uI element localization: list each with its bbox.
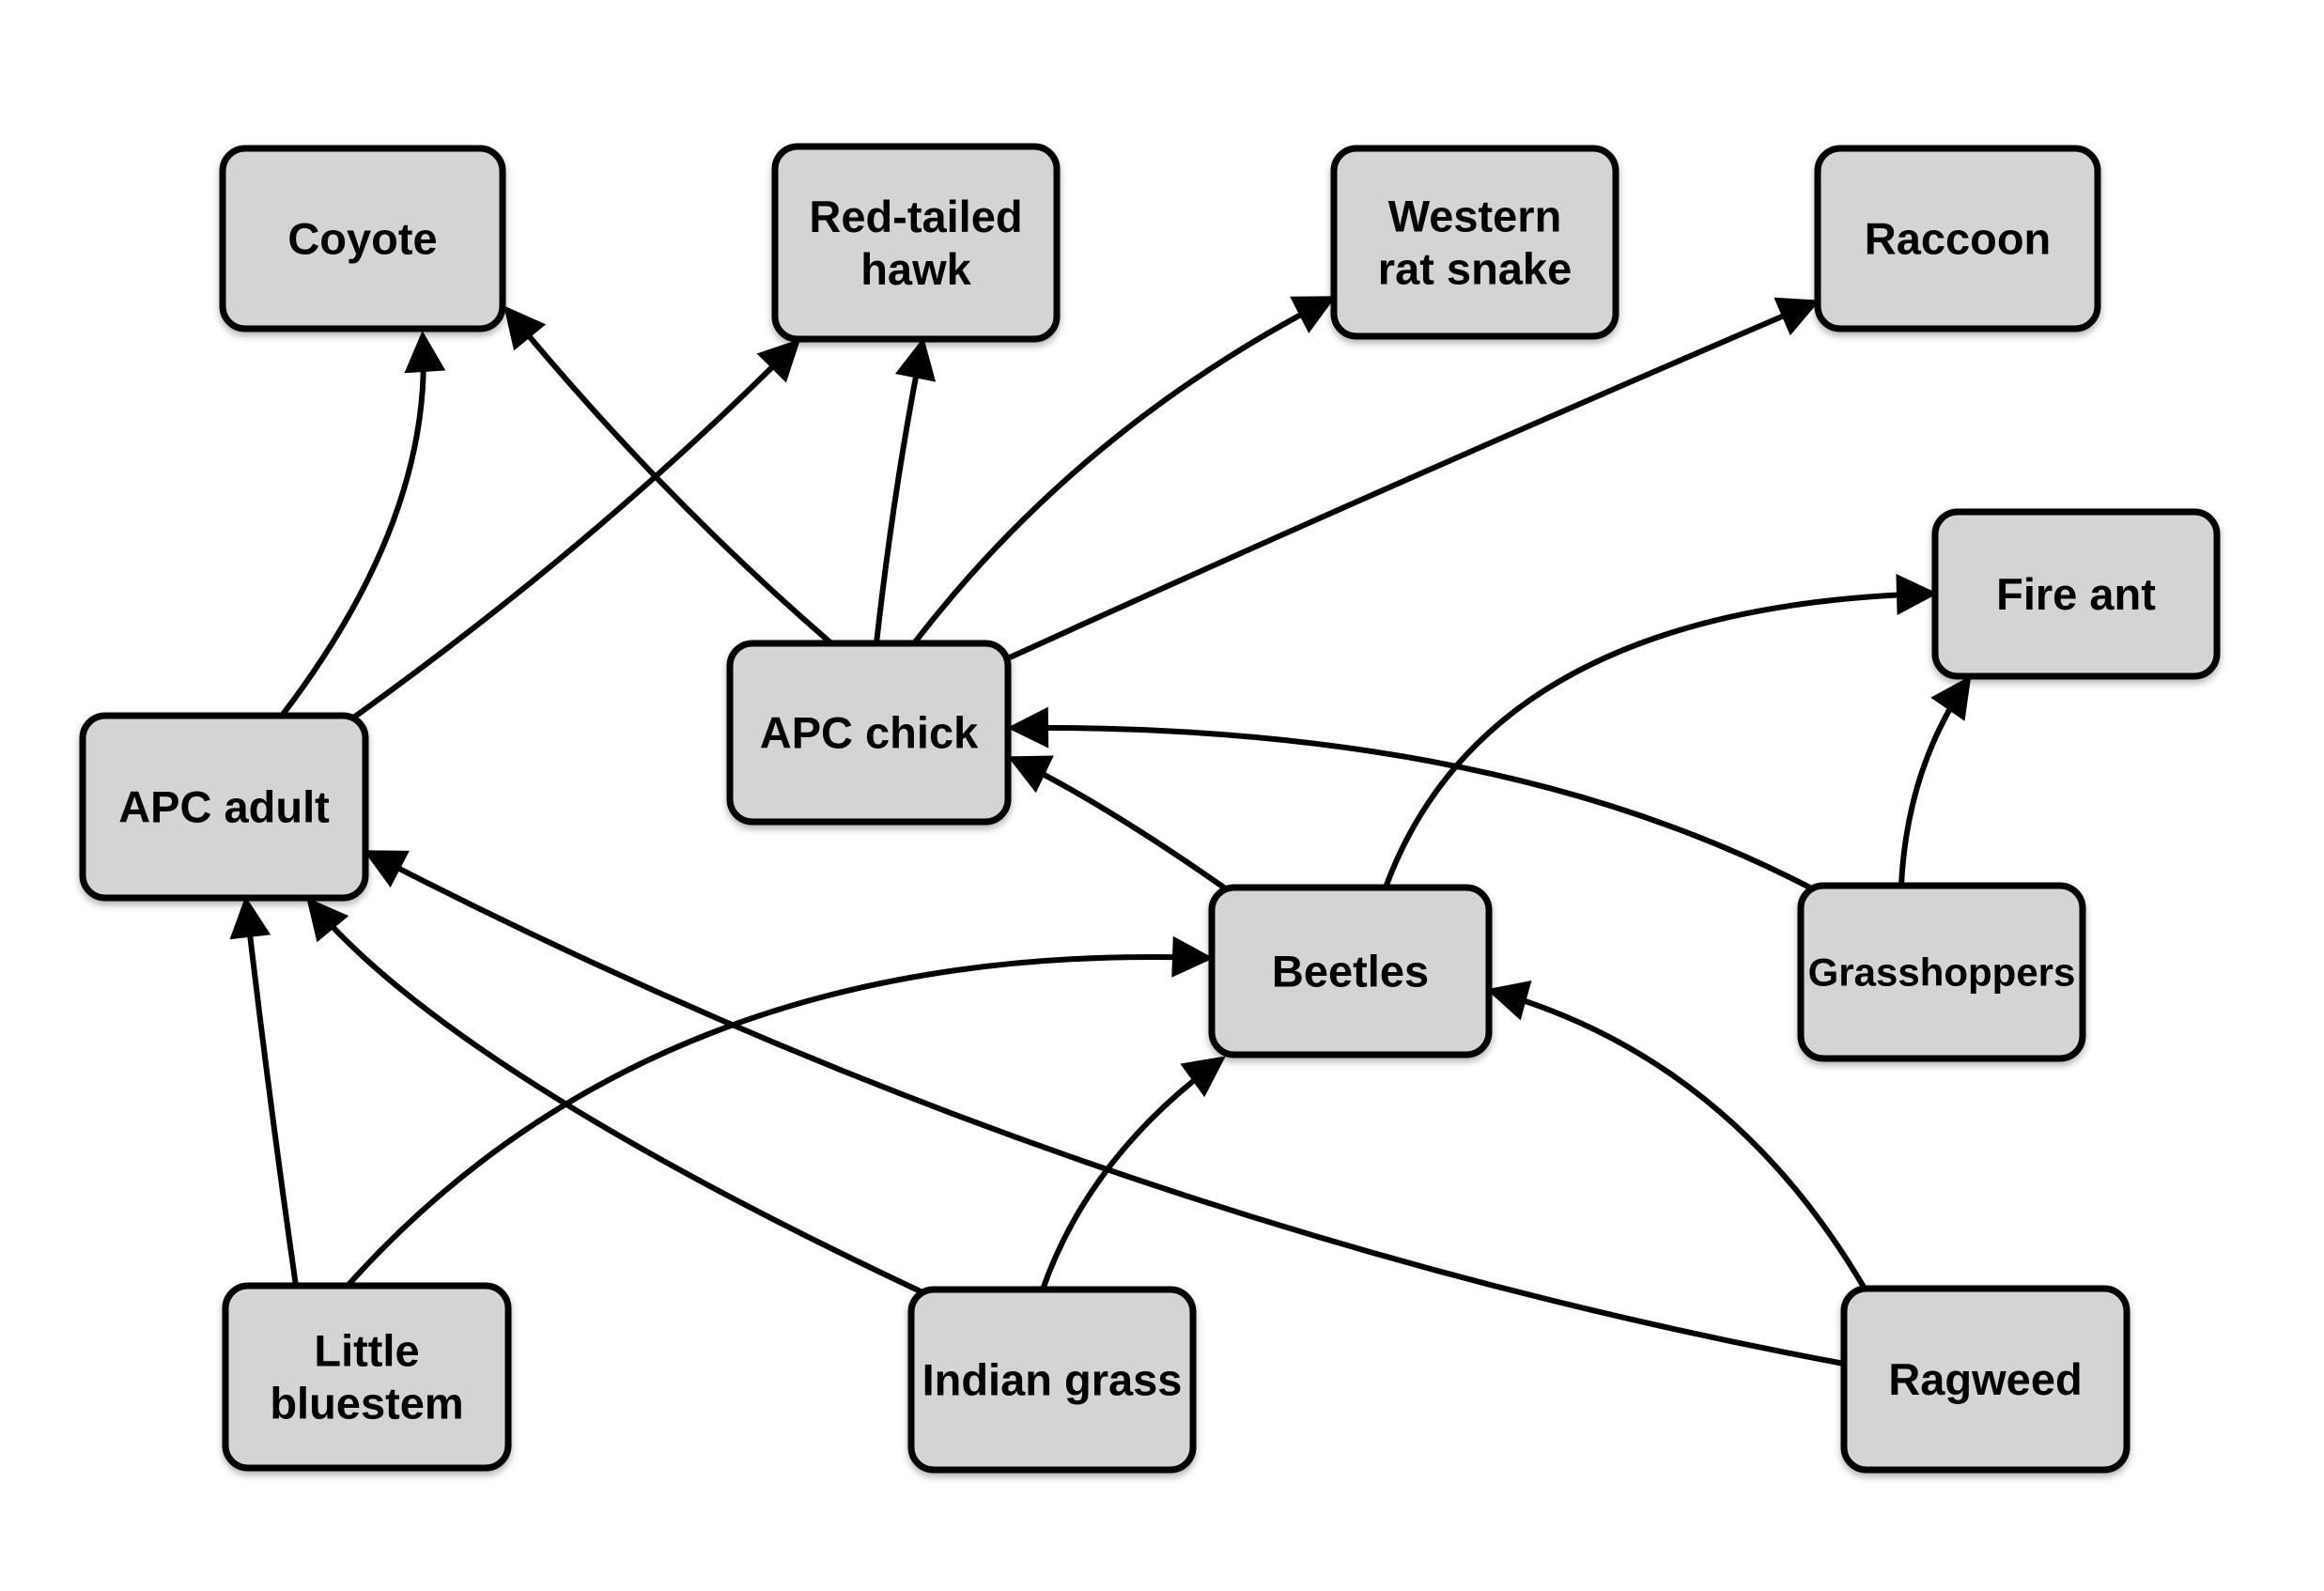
node-grasshoppers: Grasshoppers bbox=[1797, 882, 2086, 1062]
node-label: Indian grass bbox=[922, 1354, 1183, 1404]
edge-apc_chick-to-raccoon bbox=[1008, 297, 1820, 660]
node-ragweed: Ragweed bbox=[1840, 1285, 2130, 1474]
edge-layer bbox=[229, 296, 1972, 1367]
edge-grasshoppers-to-fire_ant bbox=[1898, 675, 1972, 887]
edge-apc_adult-to-coyote bbox=[279, 331, 446, 718]
node-box bbox=[771, 143, 1061, 343]
node-box bbox=[907, 1286, 1197, 1474]
node-apc_chick: APC chick bbox=[726, 640, 1012, 826]
node-label: Beetles bbox=[1272, 946, 1429, 996]
node-label: APC chick bbox=[760, 707, 979, 757]
node-box bbox=[1797, 882, 2086, 1062]
node-box bbox=[1208, 884, 1493, 1058]
node-coyote: Coyote bbox=[219, 145, 506, 332]
node-apc_adult: APC adult bbox=[79, 712, 369, 902]
node-beetles: Beetles bbox=[1208, 884, 1493, 1058]
edge-beetles-to-apc_chick bbox=[1007, 755, 1226, 890]
edge-grasshoppers-to-apc_chick bbox=[1007, 706, 1824, 897]
node-box bbox=[1840, 1285, 2130, 1474]
node-box bbox=[1814, 145, 2101, 332]
edge-apc_chick-to-red_tailed_hawk bbox=[874, 337, 937, 644]
edge-ragweed-to-apc_adult bbox=[363, 850, 1845, 1367]
node-label: Grasshoppers bbox=[1808, 950, 2076, 995]
node-fire_ant: Fire ant bbox=[1931, 508, 2221, 680]
node-box bbox=[1330, 145, 1619, 340]
edge-beetles-to-fire_ant bbox=[1383, 574, 1938, 889]
node-label: Fire ant bbox=[1996, 569, 2156, 619]
edge-indian_grass-to-beetles bbox=[1040, 1056, 1226, 1290]
edge-ragweed-to-beetles bbox=[1486, 980, 1867, 1290]
node-box bbox=[79, 712, 369, 902]
node-raccoon: Raccoon bbox=[1814, 145, 2101, 332]
edge-apc_chick-to-western_rat_snake bbox=[911, 296, 1337, 645]
node-box bbox=[219, 145, 506, 332]
edge-apc_chick-to-coyote bbox=[504, 305, 833, 646]
edge-little_bluestem-to-beetles bbox=[345, 935, 1214, 1289]
node-box bbox=[222, 1282, 512, 1472]
edge-little_bluestem-to-apc_adult bbox=[229, 896, 299, 1287]
node-label: APC adult bbox=[118, 781, 330, 831]
edge-indian_grass-to-apc_adult bbox=[306, 897, 924, 1295]
node-box bbox=[726, 640, 1012, 826]
edge-apc_adult-to-red_tailed_hawk bbox=[350, 338, 801, 721]
node-label: Raccoon bbox=[1865, 213, 2052, 263]
node-box bbox=[1931, 508, 2221, 680]
node-label: Ragweed bbox=[1888, 1354, 2082, 1404]
node-label: Coyote bbox=[287, 213, 437, 263]
node-indian_grass: Indian grass bbox=[907, 1286, 1197, 1474]
